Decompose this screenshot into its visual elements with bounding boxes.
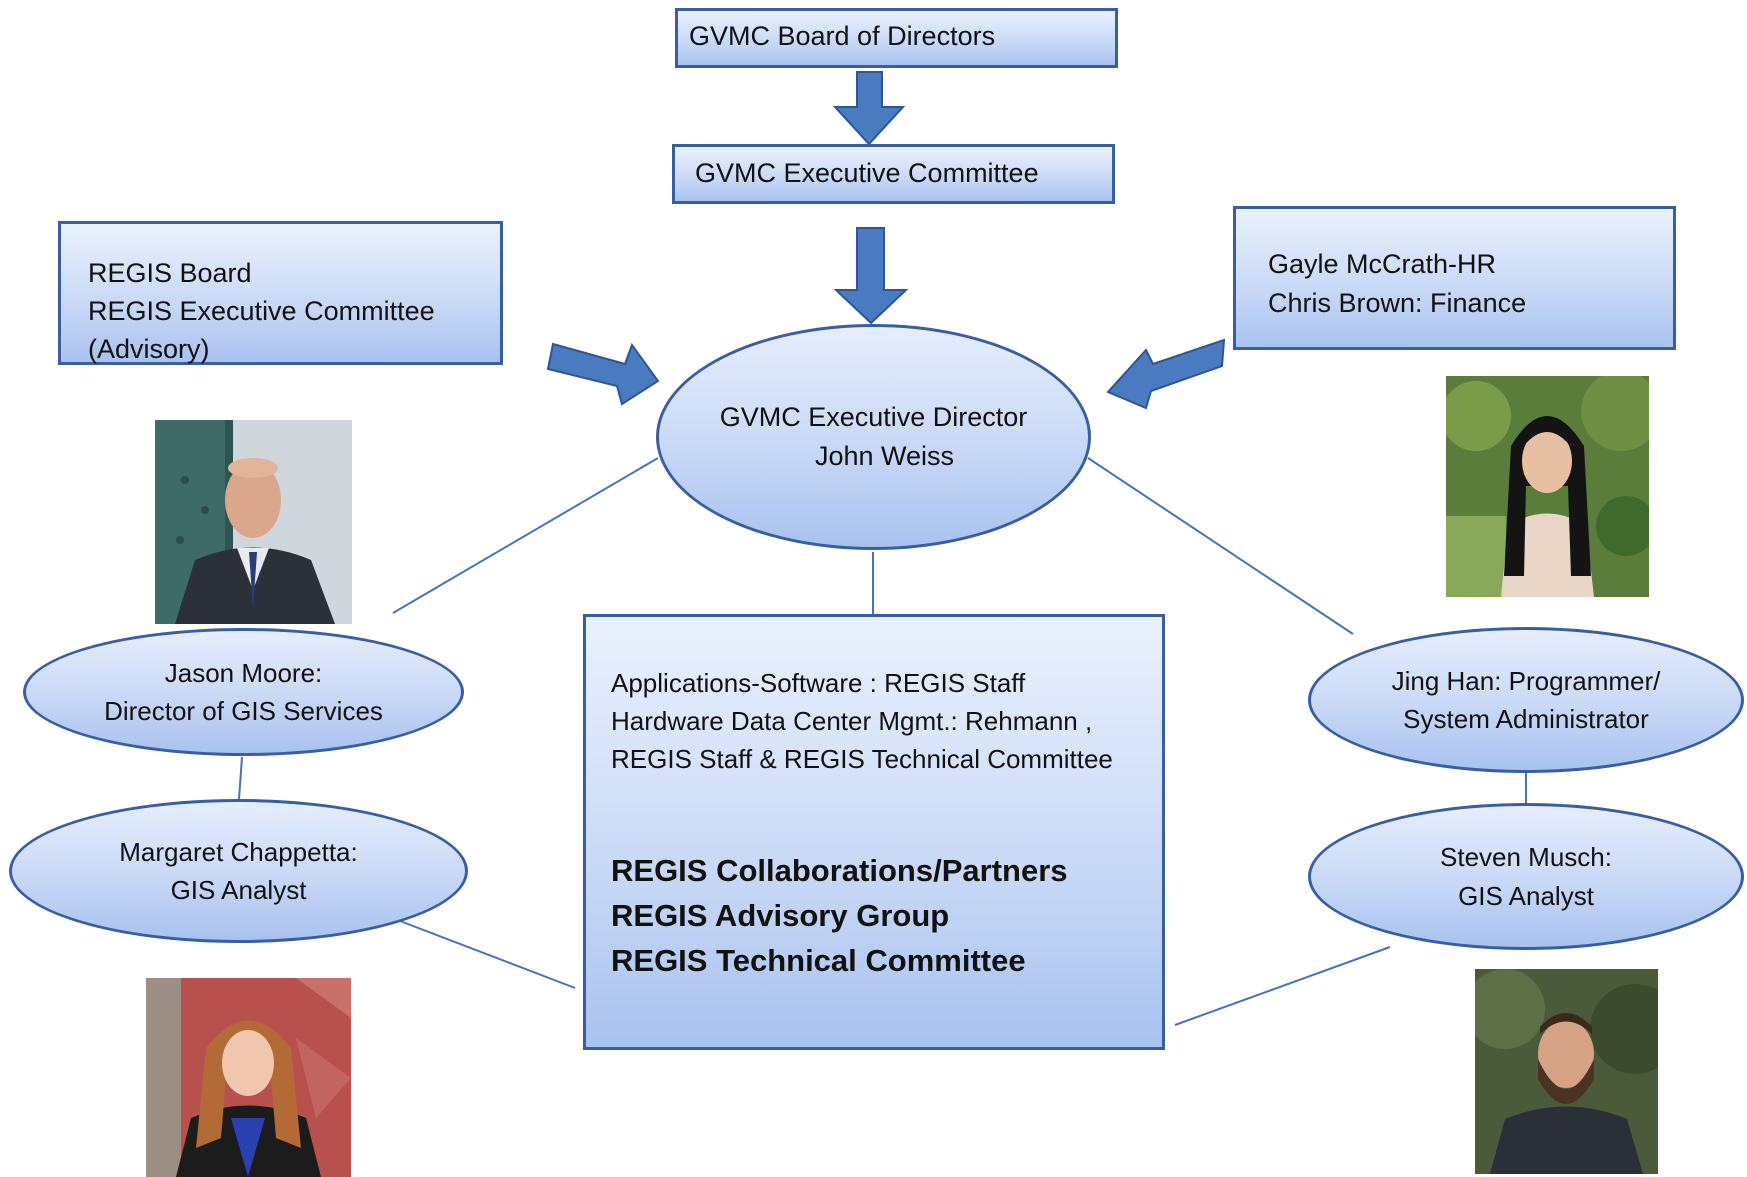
executive-director-title: GVMC Executive Director	[719, 402, 1028, 432]
margaret-chappetta-ellipse: Margaret Chappetta: GIS Analyst	[9, 799, 468, 943]
jing-han-name: Jing Han: Programmer/	[1391, 666, 1661, 696]
arrow-down-1	[832, 71, 906, 146]
hr-line: Gayle McCrath-HR	[1268, 249, 1497, 279]
regis-board-line: REGIS Board	[88, 258, 252, 288]
regis-executive-committee-line: REGIS Executive Committee	[88, 296, 435, 326]
technical-committee-line: REGIS Technical Committee	[611, 943, 1026, 978]
hr-finance-box: Gayle McCrath-HR Chris Brown: Finance	[1233, 206, 1676, 350]
steven-musch-name: Steven Musch:	[1440, 841, 1612, 872]
steven-musch-title: GIS Analyst	[1458, 880, 1594, 911]
steven-musch-ellipse: Steven Musch: GIS Analyst	[1308, 803, 1744, 950]
connector-margaret-to-center	[399, 920, 576, 989]
advisory-group-line: REGIS Advisory Group	[611, 898, 950, 933]
gvmc-board-of-directors-box: GVMC Board of Directors	[675, 8, 1118, 68]
regis-board-box: REGIS Board REGIS Executive Committee (A…	[58, 221, 503, 365]
connector-director-to-jing	[1087, 457, 1354, 635]
executive-director-ellipse: GVMC Executive Director John Weiss	[656, 324, 1091, 550]
gvmc-board-of-directors-label: GVMC Board of Directors	[689, 21, 996, 51]
margaret-chappetta-name: Margaret Chappetta:	[119, 837, 358, 867]
arrow-left-from-hr	[1106, 338, 1226, 410]
margaret-chappetta-photo	[146, 978, 351, 1177]
jason-moore-photo	[155, 420, 352, 624]
arrow-down-2	[833, 227, 909, 325]
regis-staff-technical-line: REGIS Staff & REGIS Technical Committee	[611, 744, 1113, 774]
jason-moore-ellipse: Jason Moore: Director of GIS Services	[23, 628, 464, 756]
arrow-right-from-regis	[546, 342, 660, 406]
connector-steven-to-center	[1174, 946, 1391, 1026]
collaborations-partners-line: REGIS Collaborations/Partners	[611, 853, 1068, 888]
executive-director-name: John Weiss	[814, 441, 955, 471]
jason-moore-title: Director of GIS Services	[104, 696, 383, 726]
gvmc-executive-committee-box: GVMC Executive Committee	[672, 144, 1115, 204]
applications-software-line: Applications-Software : REGIS Staff	[611, 668, 1026, 698]
margaret-chappetta-title: GIS Analyst	[170, 875, 307, 905]
connector-director-to-jason	[392, 457, 659, 614]
regis-advisory-line: (Advisory)	[88, 334, 210, 364]
jason-moore-name: Jason Moore:	[164, 658, 323, 688]
steven-musch-photo	[1475, 969, 1658, 1174]
jing-han-photo	[1446, 376, 1649, 597]
hardware-data-center-line: Hardware Data Center Mgmt.: Rehmann ,	[611, 706, 1093, 736]
finance-line: Chris Brown: Finance	[1268, 288, 1527, 318]
connector-jason-to-margaret	[238, 756, 243, 800]
gvmc-executive-committee-label: GVMC Executive Committee	[695, 158, 1039, 188]
center-responsibilities-box: Applications-Software : REGIS Staff Hard…	[583, 614, 1165, 1050]
jing-han-title: System Administrator	[1403, 704, 1649, 734]
jing-han-ellipse: Jing Han: Programmer/ System Administrat…	[1308, 627, 1744, 773]
